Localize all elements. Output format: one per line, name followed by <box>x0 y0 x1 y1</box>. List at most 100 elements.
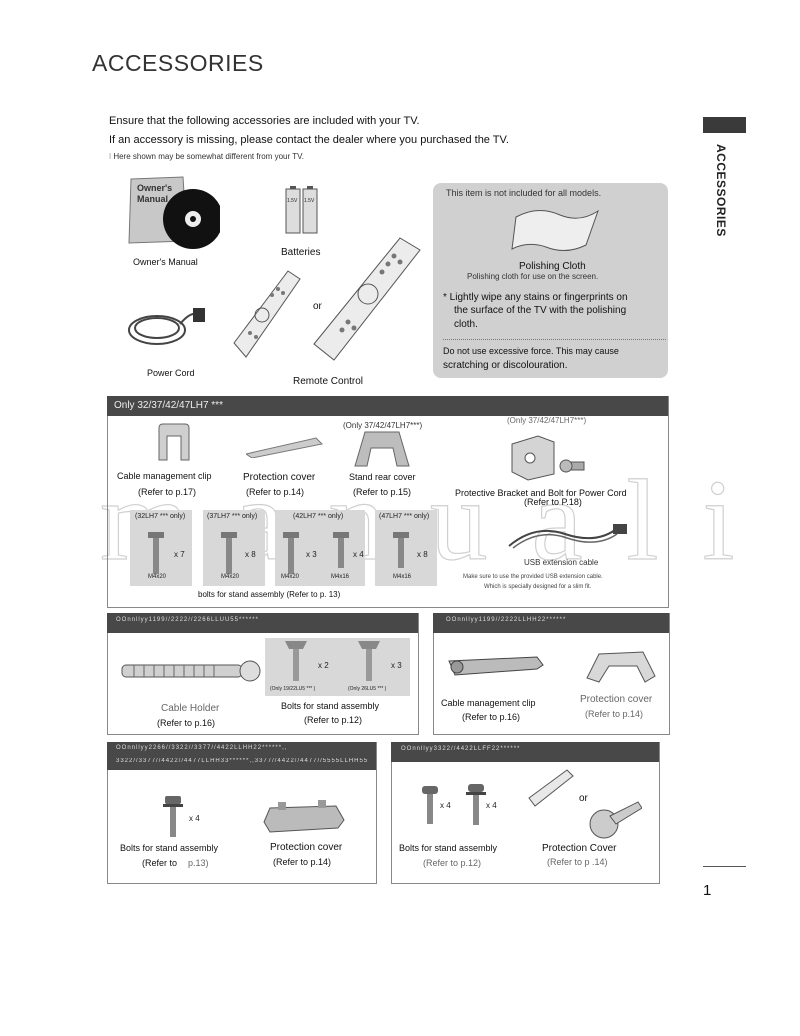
cable-holder-ref: (Refer to p.16) <box>157 718 216 728</box>
usb-cable-label: USB extension cable <box>524 558 599 567</box>
polish-tip-line-2: the surface of the TV with the polishing <box>454 305 627 316</box>
cable-clip-icon <box>158 423 190 461</box>
cable-clip-label: Cable management clip <box>117 471 212 481</box>
batteries-icon <box>285 186 318 234</box>
bracket-label: Protective Bracket and Bolt for Power Co… <box>455 488 627 498</box>
stand-rear-cover-icon <box>354 431 410 467</box>
lu5-bolts-ref: (Refer to p.12) <box>304 715 363 725</box>
bolt-group-2: (37LH7 *** only) x 8 M4x20 <box>203 510 265 586</box>
bolt-group-3-count: x 3 <box>306 550 317 559</box>
panel-lu5-header-text: OOnnllyy1199//2222//2266LLUU55****** <box>116 617 259 623</box>
page-number: 1 <box>703 882 712 899</box>
bolt-group-3-size: M4x20 <box>281 574 300 580</box>
bolt-icon <box>148 532 164 574</box>
usb-note-1: Make sure to use the provided USB extens… <box>463 574 603 580</box>
lh-multi-bolts-ref-b: p.13) <box>188 858 209 868</box>
bolt-icon <box>466 784 486 825</box>
polishing-cloth-title: Polishing Cloth <box>519 261 586 272</box>
bolt-group-5-size: M4x16 <box>393 574 412 580</box>
lf2-count-2: x 4 <box>486 801 497 810</box>
polish-note: This item is not included for all models… <box>446 188 602 198</box>
lf2-cover-ref: (Refer to p .14) <box>547 857 608 867</box>
lf2-bolts-label: Bolts for stand assembly <box>399 843 498 853</box>
lf2-cover-round-icon <box>589 801 642 839</box>
panel-lh7-header-text: Only 32/37/42/47LH7 *** <box>114 400 223 411</box>
polish-tip-line-3: cloth. <box>454 319 478 330</box>
lh2-cover-label: Protection cover <box>580 694 653 705</box>
cable-holder-icon <box>121 660 261 682</box>
panel-lf2-header <box>391 742 659 762</box>
polish-warning-line-1: Do not use excessive force. This may cau… <box>443 346 619 356</box>
bolt-group-4-size: M4x16 <box>331 574 350 580</box>
page-title: ACCESSORIES <box>92 50 264 76</box>
bolt-group-1-model: (32LH7 *** only) <box>135 513 186 520</box>
bolt-group-5: (47LH7 *** only) x 8 M4x16 <box>375 510 437 586</box>
usb-cable-icon <box>508 524 627 549</box>
intro-line-3: ǀ Here shown may be somewhat different f… <box>109 152 304 161</box>
intro-line-1: Ensure that the following accessories ar… <box>109 115 420 127</box>
manual-cover-text: Owner's Manual <box>137 183 173 204</box>
lf2-cover-label: Protection Cover <box>542 843 617 854</box>
lu5-bolt-1-count: x 2 <box>318 661 329 670</box>
bolt-group-4-count: x 4 <box>353 550 364 559</box>
bolt-group-1: (32LH7 *** only) x 7 M4x20 <box>130 510 192 586</box>
panel-lu5-header <box>107 613 418 633</box>
bracket-ref: (Refer to P.18) <box>524 497 582 507</box>
bolt-icon <box>422 786 438 824</box>
cable-clip-ref: (Refer to p.17) <box>138 487 197 497</box>
polish-divider <box>443 339 666 340</box>
bolt-icon <box>393 532 409 568</box>
bolt-group-2-model: (37LH7 *** only) <box>207 513 258 520</box>
stand-rear-cover-label: Stand rear cover <box>349 472 416 482</box>
bolt-icon <box>221 532 237 574</box>
bolt-icon <box>163 796 183 837</box>
protection-cover-icon <box>246 437 324 458</box>
lh2-protection-cover-icon <box>586 651 656 683</box>
bolt-icon <box>285 641 307 681</box>
protective-bracket-icon <box>511 435 585 481</box>
stand-rear-cover-ref: (Refer to p.15) <box>353 487 412 497</box>
lh2-clip-ref: (Refer to p.16) <box>462 712 521 722</box>
lf2-cover-bar-icon <box>528 769 574 807</box>
bracket-only: (Only 37/42/47LH7***) <box>507 416 587 425</box>
bolt-group-3: (42LH7 *** only) x 3 M4x20 x 4 M4x16 <box>275 510 365 586</box>
lh-multi-protection-cover-icon <box>263 800 345 833</box>
power-cord-label: Power Cord <box>147 368 195 378</box>
side-tab-bar <box>703 117 746 133</box>
remote-control-small-icon <box>233 270 301 358</box>
polishing-cloth-subtitle: Polishing cloth for use on the screen. <box>467 272 599 281</box>
lh-multi-bolts-ref-a: (Refer to <box>142 858 178 868</box>
protection-cover-ref: (Refer to p.14) <box>246 487 305 497</box>
battery-voltage-1: 1.5V <box>287 198 298 204</box>
bolt-group-2-count: x 8 <box>245 550 256 559</box>
lh-multi-bolts-label: Bolts for stand assembly <box>120 843 219 853</box>
panel-lh2-header <box>433 613 669 633</box>
bolt-group-2-size: M4x20 <box>221 574 240 580</box>
bolt-icon <box>283 532 299 574</box>
usb-note-2: Which is specially designed for a slim f… <box>484 584 592 590</box>
lh-multi-count: x 4 <box>189 814 200 823</box>
cable-management-clip-icon <box>448 656 544 676</box>
page-number-rule <box>703 866 746 867</box>
owners-manual-illustration <box>128 176 220 249</box>
owners-manual-label: Owner's Manual <box>133 257 198 267</box>
lu5-bolt-1-only: (Only 19/22LU5 *** ) <box>270 686 316 692</box>
lf2-bolts-ref: (Refer to p.12) <box>423 858 482 868</box>
panel-lh-multi-header-text-2: 3322//3377//4422//4477LLHH33******,,3377… <box>116 758 369 764</box>
battery-voltage-2: 1.5V <box>304 198 315 204</box>
intro-line-2: If an accessory is missing, please conta… <box>109 134 509 146</box>
power-cord-icon <box>128 308 205 345</box>
lf2-count-1: x 4 <box>440 801 451 810</box>
lu5-bolt-2-count: x 3 <box>391 661 402 670</box>
remote-control-label: Remote Control <box>293 376 364 387</box>
lh-multi-cover-label: Protection cover <box>270 842 343 853</box>
bolt-group-5-model: (47LH7 *** only) <box>379 513 430 520</box>
panel-lh7-header <box>107 396 668 416</box>
polishing-cloth-icon <box>511 209 599 251</box>
stand-rear-only: (Only 37/42/47LH7***) <box>343 421 423 430</box>
bolt-group-1-count: x 7 <box>174 550 185 559</box>
bolt-group-5-count: x 8 <box>417 550 428 559</box>
cable-holder-label: Cable Holder <box>161 703 220 714</box>
side-tab-label: ACCESSORIES <box>714 144 728 237</box>
lu5-bolt-2-only: (Only 26LU5 *** ) <box>348 686 387 692</box>
